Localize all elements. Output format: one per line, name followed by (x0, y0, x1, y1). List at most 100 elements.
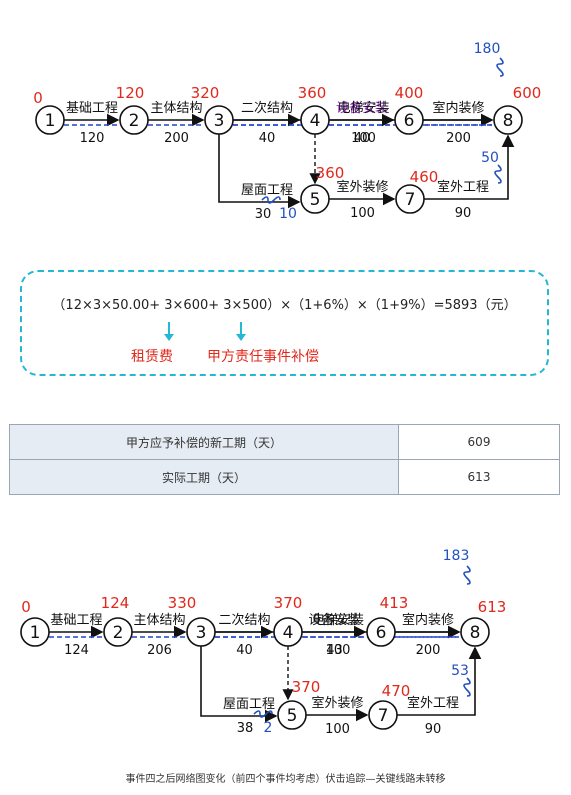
duration-table: 甲方应予补偿的新工期（天） 609 实际工期（天） 613 (9, 424, 560, 495)
activity-name-label: 室外装修 (336, 179, 388, 195)
earliest-time-label: 460 (410, 168, 439, 186)
event-node (35, 105, 65, 135)
label-owner-compensation: 甲方责任事件补偿 (207, 349, 319, 365)
earliest-time-label: 320 (191, 84, 220, 102)
earliest-time-label: 400 (395, 84, 424, 102)
activity-arrow (397, 646, 482, 716)
event-node-number: 2 (113, 623, 124, 643)
event-node (103, 617, 133, 647)
event-node-number: 3 (214, 111, 225, 131)
activity-duration-label: 100 (350, 206, 375, 221)
earliest-time-label: 600 (513, 84, 542, 102)
event-node-number: 7 (378, 706, 389, 726)
event-node (460, 617, 490, 647)
activity-name-label: 设备安装 (336, 100, 388, 116)
activity-name-label: 二次结构 (241, 100, 293, 116)
table-cell-label: 甲方应予补偿的新工期（天） (9, 424, 399, 460)
free-float-label: 183 (443, 548, 470, 564)
event-node-number: 4 (283, 623, 294, 643)
activity-duration-label: 200 (164, 131, 189, 146)
free-float-squiggle-icon (463, 677, 471, 697)
activity-name-label: 基础工程 (66, 101, 118, 116)
event-node (277, 700, 307, 730)
activity-duration-label: 124 (64, 643, 89, 658)
event-node (394, 105, 424, 135)
free-float-label: 53 (451, 663, 469, 679)
activity-name-label: 室外工程 (437, 179, 489, 195)
event-node-number: 6 (376, 623, 387, 643)
free-float-label: 180 (474, 41, 501, 57)
earliest-time-label: 120 (116, 84, 145, 102)
activity-duration-label: 200 (416, 643, 441, 658)
activity-name-label: 室内装修 (402, 612, 454, 628)
activity-name-label: 电梯安装 (312, 613, 364, 628)
activity-name-label: 主体结构 (150, 101, 202, 116)
event-node-number: 5 (287, 706, 298, 726)
earliest-time-label: 613 (478, 598, 507, 616)
free-float-label: 50 (481, 150, 499, 166)
compensation-calculation-box: （12×3×50.00+ 3×600+ 3×500）×（1+6%）×（1+9%）… (20, 270, 549, 376)
event-node (186, 617, 216, 647)
table-cell-value: 613 (398, 459, 560, 495)
event-node (20, 617, 50, 647)
event-node (119, 105, 149, 135)
activity-name-label: 二次结构 (218, 612, 270, 628)
activity-duration-label: 100 (351, 131, 376, 146)
activity-duration-label: 100 (325, 722, 350, 737)
table-row: 实际工期（天） 613 (9, 459, 560, 495)
free-float-squiggle-icon (253, 710, 273, 718)
event-node (493, 105, 523, 135)
network-diagram-after-event-four: 基础工程124主体结构206二次结构40设备安装43室内装修200电梯安装100… (20, 548, 507, 737)
activity-name-label: 设备安装 (308, 612, 360, 628)
activity-duration-label: 40 (259, 131, 276, 146)
event-node-number: 8 (470, 623, 481, 643)
free-float-squiggle-icon (494, 164, 502, 184)
activity-name-label: 室外装修 (311, 695, 363, 711)
event-node-number: 5 (310, 190, 321, 210)
event-node (300, 184, 330, 214)
event-node-number: 6 (404, 111, 415, 131)
table-cell-label: 实际工期（天） (9, 459, 399, 495)
network-diagram-original: 基础工程120主体结构200二次结构40设备安装40室内装修200电梯安装100… (33, 41, 542, 222)
activity-duration-label: 40 (236, 643, 253, 658)
event-node-number: 3 (196, 623, 207, 643)
event-node (368, 700, 398, 730)
activity-duration-label: 38 (237, 721, 254, 736)
earliest-time-label: 360 (316, 164, 345, 182)
activity-duration-label: 120 (80, 131, 105, 146)
figure-caption: 事件四之后网络图变化（前四个事件均考虑）伏击追踪—关键线路未转移 (125, 774, 446, 785)
activity-name-label: 屋面工程 (241, 183, 293, 198)
earliest-time-label: 0 (21, 598, 31, 616)
earliest-time-label: 370 (274, 594, 303, 612)
activity-name-label: 电梯安装 (337, 101, 389, 116)
table-cell-value: 609 (398, 424, 560, 460)
activity-name-label: 主体结构 (133, 613, 185, 628)
event-node (300, 105, 330, 135)
event-node-number: 8 (503, 111, 514, 131)
earliest-time-label: 330 (168, 594, 197, 612)
event-node (366, 617, 396, 647)
activity-name-label: 基础工程 (50, 613, 102, 628)
earliest-time-label: 470 (382, 682, 411, 700)
activity-duration-label: 30 (255, 207, 272, 222)
event-node-number: 7 (405, 190, 416, 210)
activity-duration-label: 206 (147, 643, 172, 658)
free-float-squiggle-icon (496, 57, 504, 77)
activity-name-label: 屋面工程 (223, 697, 275, 712)
event-node (395, 184, 425, 214)
event-node-number: 4 (310, 111, 321, 131)
event-node-number: 1 (30, 623, 41, 643)
free-float-label: 10 (279, 206, 297, 222)
activity-duration-label: 43 (326, 643, 343, 658)
compensation-formula: （12×3×50.00+ 3×600+ 3×500）×（1+6%）×（1+9%）… (52, 298, 517, 313)
activity-duration-label: 100 (326, 643, 351, 658)
earliest-time-label: 0 (33, 89, 43, 107)
table-row: 甲方应予补偿的新工期（天） 609 (9, 424, 560, 460)
event-node (273, 617, 303, 647)
free-float-squiggle-icon (261, 196, 281, 204)
earliest-time-label: 360 (298, 84, 327, 102)
activity-duration-label: 40 (354, 131, 371, 146)
activity-duration-label: 90 (455, 206, 472, 221)
event-node-number: 1 (45, 111, 56, 131)
activity-duration-label: 200 (446, 131, 471, 146)
